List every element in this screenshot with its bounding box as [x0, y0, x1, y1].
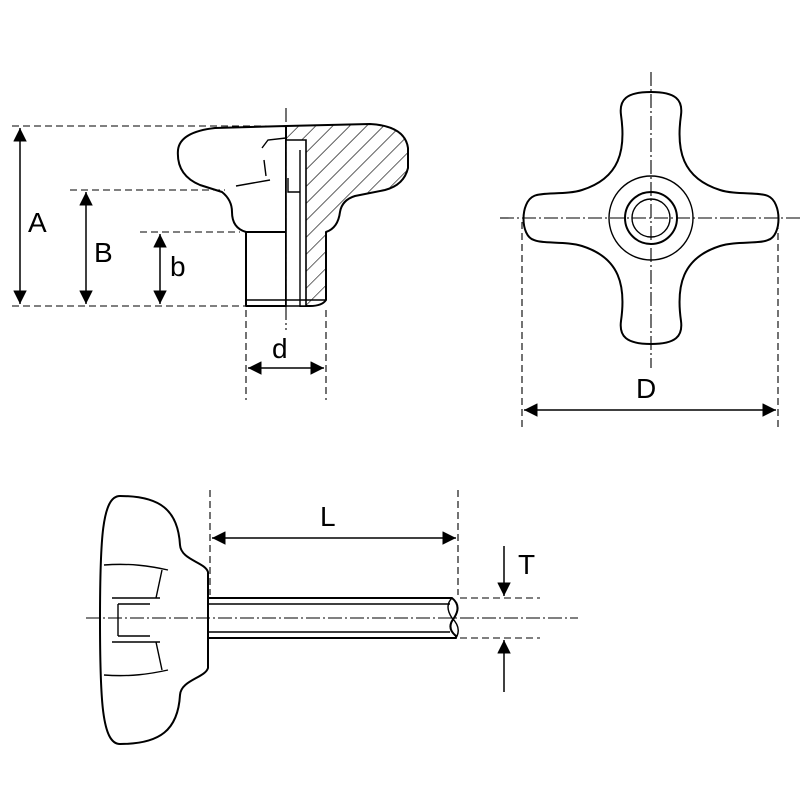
side-view-extension-lines: [12, 125, 327, 400]
front-view: [86, 495, 578, 745]
label-d-upper: D: [636, 373, 656, 404]
label-a: A: [28, 207, 47, 238]
label-d-lower: d: [272, 333, 288, 364]
dimension-b-lower: b: [153, 234, 186, 304]
dimension-d-upper: D: [524, 373, 776, 417]
knob-head-left: [176, 125, 287, 233]
label-b-upper: B: [94, 237, 113, 268]
knob-head-section: [285, 123, 409, 307]
label-b-lower: b: [170, 251, 186, 282]
dimension-b: B: [79, 192, 113, 304]
dimension-d-lower: d: [248, 333, 324, 375]
bore: [285, 139, 307, 307]
top-view-extension-lines: [521, 222, 779, 430]
knob-side-profile: [99, 495, 209, 745]
dimension-t: T: [460, 546, 540, 692]
top-view: [500, 72, 800, 368]
label-t: T: [518, 549, 535, 580]
dimension-a: A: [13, 128, 47, 304]
dimension-l: L: [209, 490, 459, 595]
label-l: L: [320, 501, 336, 532]
hub-left: [245, 231, 287, 307]
side-view: [176, 108, 409, 330]
